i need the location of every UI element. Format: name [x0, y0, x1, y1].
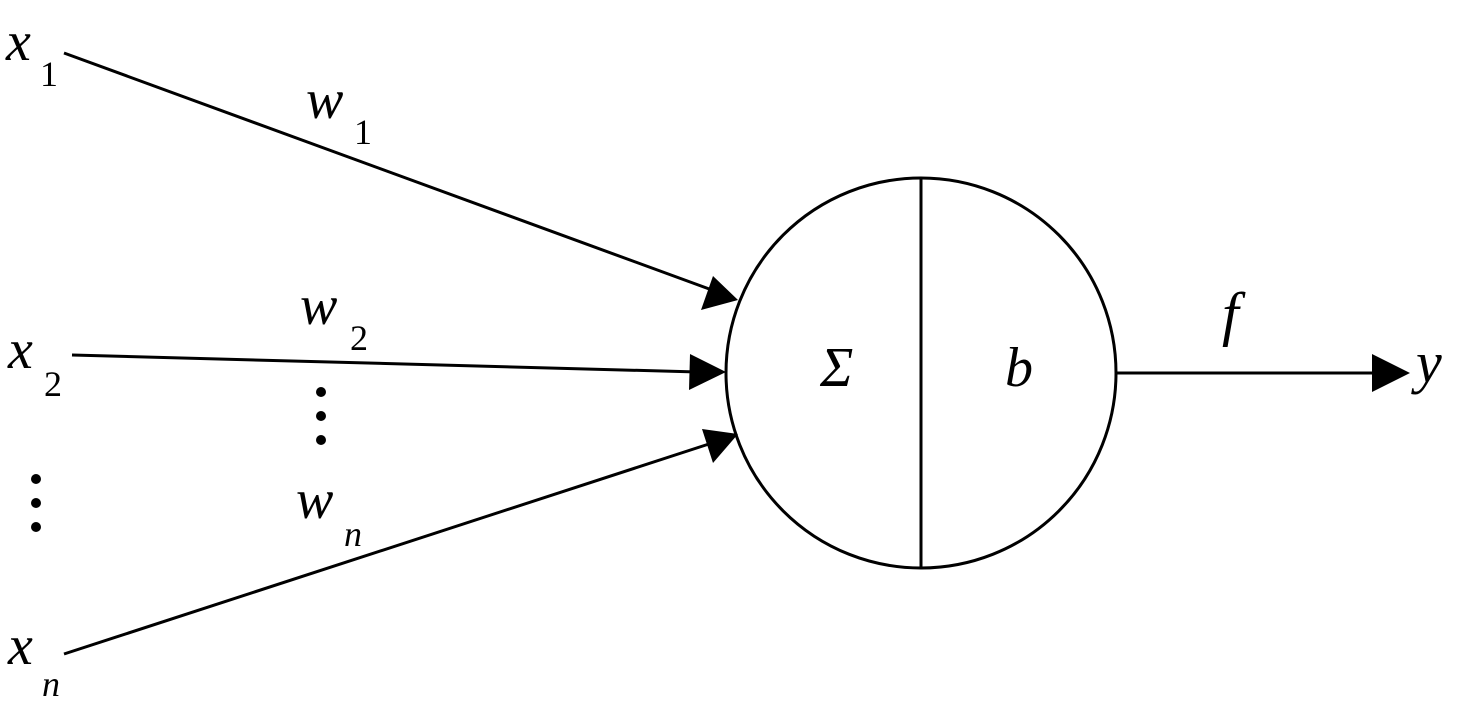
svg-text:x: x — [7, 319, 33, 381]
weight-wn-index: n — [344, 514, 362, 554]
input-x2-symbol: x — [7, 319, 33, 381]
input-xn-symbol: x — [7, 615, 33, 677]
input-x1: x 1 — [5, 11, 58, 94]
svg-text:b: b — [1005, 337, 1033, 399]
weight-ellipsis — [316, 387, 326, 445]
svg-text:y: y — [1411, 330, 1442, 395]
input-xn: x n — [7, 615, 60, 704]
edge-xn — [63, 429, 738, 656]
weight-w1-symbol: w — [306, 69, 343, 131]
input-x1-index: 1 — [40, 54, 58, 94]
edge-x2 — [71, 353, 726, 390]
neuron: Σ b — [724, 176, 1118, 570]
activation-label: f — [1222, 281, 1246, 347]
neuron-sum-symbol: Σ — [819, 337, 853, 399]
input-x2-index: 2 — [44, 364, 62, 404]
svg-text:n: n — [42, 664, 60, 704]
svg-text:x: x — [7, 615, 33, 677]
weight-wn-symbol: w — [296, 469, 333, 531]
input-x1-symbol: x — [5, 11, 31, 73]
svg-text:w: w — [306, 69, 343, 131]
weight-w1: w 1 — [306, 69, 372, 152]
svg-text:2: 2 — [350, 318, 368, 358]
input-xn-index: n — [42, 664, 60, 704]
output-y: y — [1411, 330, 1442, 395]
weight-w2-symbol: w — [300, 275, 337, 337]
svg-text:w: w — [300, 275, 337, 337]
weight-w2-index: 2 — [350, 318, 368, 358]
svg-text:w: w — [296, 469, 333, 531]
edge-output — [1116, 354, 1410, 392]
weight-wn: w n — [296, 469, 362, 554]
edge-x1 — [63, 51, 738, 310]
svg-text:f: f — [1222, 281, 1246, 347]
activation-symbol: f — [1222, 281, 1246, 347]
svg-text:1: 1 — [40, 54, 58, 94]
input-ellipsis — [31, 474, 41, 532]
svg-text:Σ: Σ — [819, 337, 853, 399]
svg-text:x: x — [5, 11, 31, 73]
weight-w1-index: 1 — [354, 112, 372, 152]
svg-text:n: n — [344, 514, 362, 554]
svg-text:1: 1 — [354, 112, 372, 152]
input-x2: x 2 — [7, 319, 62, 404]
neuron-bias-symbol: b — [1005, 337, 1033, 399]
output-symbol: y — [1411, 330, 1442, 395]
weight-w2: w 2 — [300, 275, 368, 358]
svg-text:2: 2 — [44, 364, 62, 404]
